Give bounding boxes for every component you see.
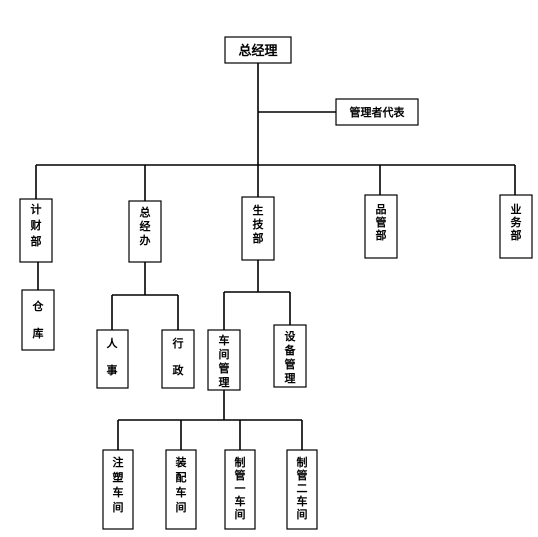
general-manager-node: 总经理 — [224, 36, 292, 64]
mgmt-workshop-1-label: 制管一车间 — [235, 455, 246, 521]
management-representative-node: 管理者代表 — [335, 98, 419, 126]
mgmt-workshop-1-node: 制管一车间 — [224, 449, 256, 530]
department-node-production-tech: 生技部 — [241, 196, 275, 261]
management-representative-label: 管理者代表 — [350, 105, 406, 119]
department-node-gm-office: 总经办 — [128, 200, 162, 263]
department-production-tech-label: 生技部 — [253, 203, 265, 245]
general-manager-label: 总经理 — [238, 43, 277, 59]
equipment-mgmt-node: 设备管理 — [273, 324, 307, 388]
assembly-workshop-node: 装配车间 — [165, 449, 197, 530]
equipment-mgmt-label: 设备管理 — [284, 329, 297, 385]
mgmt-workshop-2-label: 制管二车间 — [297, 455, 308, 521]
warehouse-node: 仓库 — [21, 289, 55, 351]
department-node-finance: 计财部 — [19, 198, 53, 263]
injection-workshop-node: 注塑车间 — [102, 449, 134, 530]
department-node-quality: 品管部 — [364, 194, 398, 259]
department-business-label: 业务部 — [511, 202, 523, 242]
injection-workshop-label: 注塑车间 — [113, 455, 124, 514]
department-gm-office-label: 总经办 — [140, 205, 151, 247]
assembly-workshop-label: 装配车间 — [175, 455, 187, 514]
department-quality-label: 品管部 — [376, 203, 387, 242]
department-node-business: 业务部 — [499, 194, 533, 259]
hr-label: 人事 — [107, 336, 119, 377]
connector-lines — [35, 63, 516, 450]
admin-node: 行政 — [161, 329, 195, 389]
hr-node: 人事 — [96, 329, 129, 389]
admin-label: 行政 — [172, 336, 185, 377]
mgmt-workshop-2-node: 制管二车间 — [286, 449, 318, 530]
department-finance-label: 计财部 — [30, 202, 42, 248]
workshop-mgmt-label: 车间管理 — [219, 333, 230, 389]
workshop-mgmt-node: 车间管理 — [207, 329, 241, 391]
warehouse-label: 仓库 — [32, 299, 45, 340]
